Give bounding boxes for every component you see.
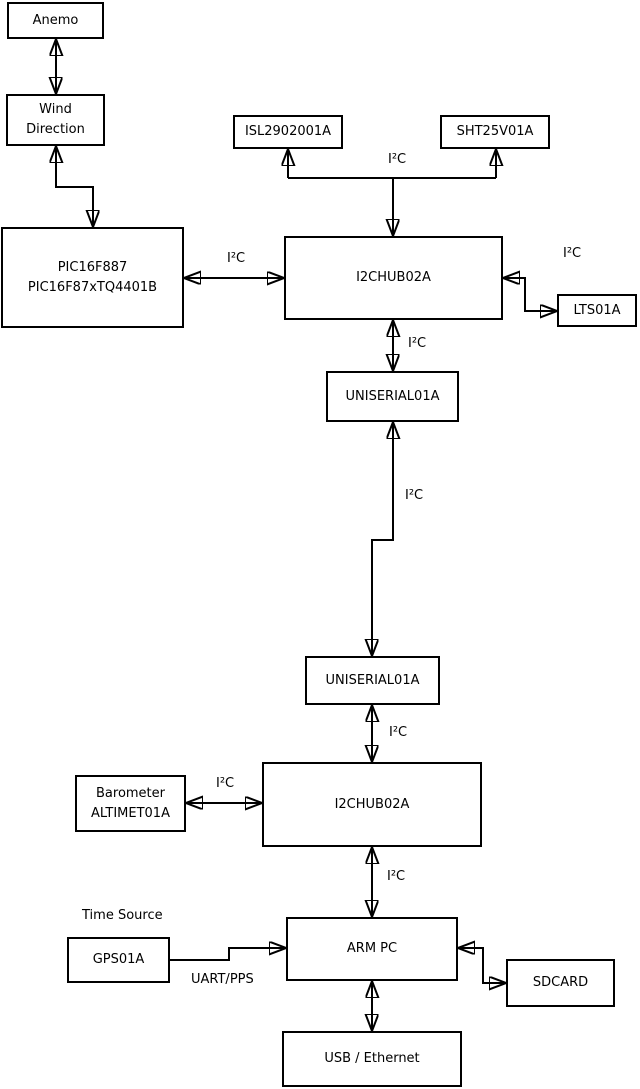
box-i2c-hub-2-label: I2CHUB02A — [334, 796, 410, 812]
edge-label-i2c-hub2-armpc: I²C — [387, 869, 406, 884]
box-isl2902001a: ISL2902001A — [233, 115, 343, 149]
box-lts01a-label: LTS01A — [573, 302, 621, 318]
box-isl2902001a-label: ISL2902001A — [244, 124, 332, 139]
connector-gps-armpc — [170, 948, 286, 961]
edge-label-i2c-uniserial2-hub2: I²C — [389, 725, 408, 740]
edge-label-i2c-uniserial-link: I²C — [405, 488, 424, 503]
box-arm-pc-label: ARM PC — [346, 941, 398, 956]
box-lts01a: LTS01A — [557, 294, 637, 327]
box-i2c-hub-1: I2CHUB02A — [284, 236, 503, 320]
box-gps01a: GPS01A — [67, 937, 170, 983]
box-wind-direction: Wind Direction — [6, 94, 105, 146]
label-time-source: Time Source — [82, 908, 163, 923]
box-sht25v01a-label: SHT25V01A — [456, 124, 534, 139]
connector-armpc-sdcard — [458, 948, 506, 983]
box-gps01a-label: GPS01A — [92, 952, 145, 967]
box-barometer-label-line1: Barometer — [96, 785, 165, 801]
box-anemometer-label: Anemo — [32, 12, 79, 28]
box-uniserial-1: UNISERIAL01A — [326, 371, 459, 422]
box-wind-direction-label-line2: Direction — [26, 122, 85, 137]
box-arm-pc: ARM PC — [286, 917, 458, 981]
box-sdcard: SDCARD — [506, 959, 615, 1007]
edge-label-i2c-pic-hub1: I²C — [227, 251, 246, 266]
box-pic-label-line2: PIC16F87xTQ4401B — [27, 279, 158, 295]
box-pic-microcontroller: PIC16F887 PIC16F87xTQ4401B — [1, 227, 184, 328]
box-uniserial-2: UNISERIAL01A — [305, 656, 440, 705]
connector-hub1-lts — [503, 278, 557, 311]
box-usb-ethernet-label: USB / Ethernet — [324, 1051, 420, 1066]
box-uniserial-2-label: UNISERIAL01A — [325, 672, 420, 688]
box-barometer-label-line2: ALTIMET01A — [91, 805, 170, 821]
edge-label-i2c-hub1-uniserial1: I²C — [408, 336, 427, 351]
box-pic-label-line1: PIC16F887 — [57, 259, 128, 275]
connector-uniserial1-uniserial2 — [372, 422, 393, 656]
box-anemometer: Anemo — [7, 2, 104, 39]
edge-label-i2c-hub1-lts: I²C — [563, 246, 582, 261]
box-i2c-hub-1-label: I2CHUB02A — [356, 270, 431, 285]
box-barometer-altimeter: Barometer ALTIMET01A — [75, 775, 186, 832]
edge-label-i2c-barometer-hub2: I²C — [216, 776, 235, 791]
box-usb-ethernet: USB / Ethernet — [282, 1031, 462, 1087]
box-i2c-hub-2: I2CHUB02A — [262, 762, 482, 847]
box-wind-direction-label-line1: Wind — [39, 102, 72, 117]
connector-wind-direction-pic — [56, 146, 93, 227]
edge-label-i2c-top-bus: I²C — [388, 152, 407, 167]
edge-label-uart-pps: UART/PPS — [191, 972, 254, 987]
box-sdcard-label: SDCARD — [532, 975, 589, 990]
box-sht25v01a: SHT25V01A — [440, 115, 550, 149]
box-uniserial-1-label: UNISERIAL01A — [345, 388, 440, 404]
